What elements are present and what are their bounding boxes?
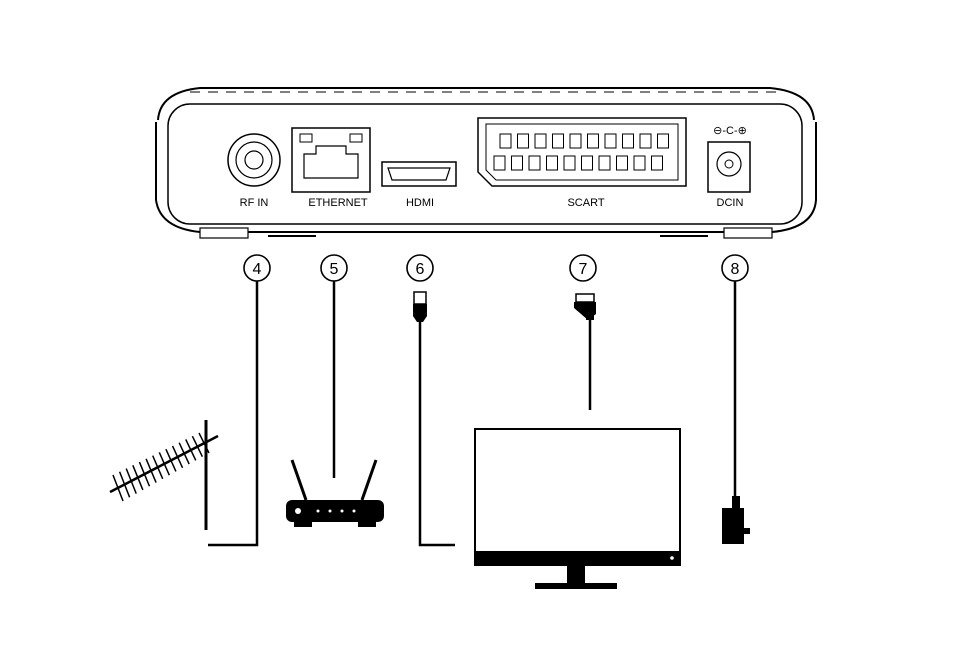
svg-text:8: 8 (731, 261, 740, 278)
antenna-element (152, 455, 164, 480)
scart-pin (493, 155, 506, 171)
scart-label: SCART (567, 197, 604, 209)
antenna-element (132, 465, 144, 491)
callout-7: 7 (569, 254, 597, 282)
scart-pin (651, 155, 663, 171)
scart-pin (633, 155, 646, 171)
svg-text:5: 5 (330, 261, 339, 278)
antenna-element (112, 474, 124, 502)
antenna-element (165, 448, 177, 472)
antenna-icon (109, 420, 219, 530)
scart-pin (528, 155, 541, 171)
scart-pin (563, 155, 576, 171)
hdmi-label: HDMI (406, 197, 434, 209)
scart-pin (616, 155, 628, 171)
callout-4: 4 (243, 254, 271, 282)
scart-pin (552, 133, 564, 149)
rf-in-label: RF IN (240, 197, 269, 209)
dcin-label: DCIN (717, 197, 744, 209)
scart-pin (534, 133, 547, 149)
rf-in-port (227, 133, 281, 187)
scart-pin (657, 133, 669, 149)
scart-pin (639, 133, 652, 149)
antenna-element (118, 471, 131, 498)
ethernet-port (291, 127, 371, 193)
ethernet-label: ETHERNET (308, 197, 368, 209)
scart-pin (581, 155, 593, 171)
antenna-element (198, 432, 210, 454)
antenna-element (185, 439, 197, 461)
antenna-element (125, 468, 137, 494)
dcin-port: ⊖-C-⊕ (707, 125, 751, 193)
callout-8: 8 (721, 254, 749, 282)
scart-port (477, 117, 687, 187)
hdmi-plug-icon (413, 291, 427, 322)
antenna-element (158, 452, 170, 476)
antenna-element (171, 445, 184, 469)
antenna-element (145, 458, 157, 483)
hdmi-port (381, 161, 457, 187)
scart-pin (517, 133, 529, 149)
antenna-element (138, 461, 151, 487)
scart-pin (587, 133, 599, 149)
svg-text:4: 4 (253, 261, 262, 278)
svg-text:6: 6 (416, 261, 425, 278)
scart-pin (604, 133, 617, 149)
antenna-element (178, 442, 190, 465)
scart-pin (546, 155, 558, 171)
rf-cable (208, 281, 259, 547)
antenna-element (191, 435, 204, 458)
hdmi-cable (418, 318, 455, 547)
router-icon (286, 459, 384, 527)
polarity-symbol: ⊖-C-⊕ (713, 125, 747, 137)
scart-plug-icon (574, 293, 596, 320)
scart-pin (622, 133, 634, 149)
power-adapter-icon (722, 496, 750, 544)
callout-5: 5 (320, 254, 348, 282)
scart-pin (499, 133, 512, 149)
tv-icon (474, 428, 681, 589)
callout-6: 6 (406, 254, 434, 282)
svg-text:7: 7 (579, 261, 588, 278)
scart-pin (569, 133, 582, 149)
scart-pin (598, 155, 611, 171)
receiver-rear-panel (155, 87, 817, 239)
scart-pin (511, 155, 523, 171)
